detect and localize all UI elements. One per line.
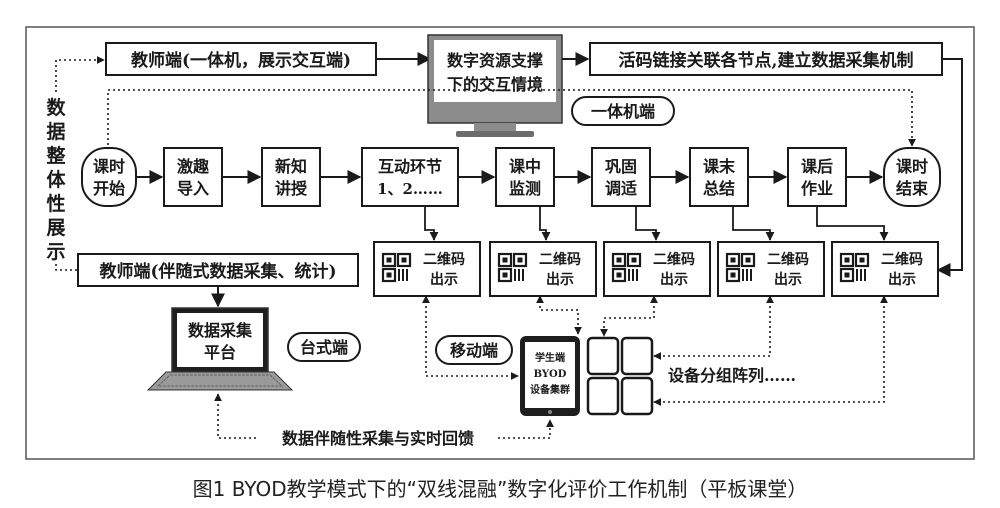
flow-end-text: 结束	[895, 179, 929, 198]
flow-step-text: 课后	[801, 157, 833, 176]
flow-step-text: 1、2……	[377, 180, 443, 198]
laptop-text-line: 数据采集	[188, 321, 253, 340]
flow-step-text: 新知	[275, 157, 307, 176]
monitor-icon: 数字资源支撑 下的交互情境	[427, 34, 563, 137]
qr-box-text: 出示	[546, 271, 574, 288]
flow-step	[261, 147, 321, 207]
flow-step-text: 激趣	[177, 157, 210, 176]
flow-step	[591, 147, 651, 207]
vertical-char: 体	[46, 168, 66, 191]
vertical-char: 示	[46, 241, 65, 263]
dotted-connector	[107, 89, 916, 150]
flow-row: 课时 开始 激趣 导入 新知 讲授 互动环节 1、2…… 课中 监测 巩固 调适…	[81, 147, 941, 207]
desktop-label-pill	[287, 332, 361, 362]
connector	[635, 206, 661, 241]
qr-code-icon	[725, 252, 756, 283]
tablet-text-line: 学生端	[535, 351, 565, 364]
mobile-label: 移动端	[450, 341, 498, 360]
dotted-connector	[55, 56, 105, 92]
qr-box-text: 出示	[660, 271, 688, 288]
tablet-text-line: 设备集群	[530, 383, 570, 396]
student-tablet-icon: 学生端 BYOD 设备集群	[520, 336, 580, 416]
teacher-top-text: 教师端(一体机，展示交互端)	[130, 50, 351, 71]
device-group-array	[586, 336, 654, 416]
allinone-label: 一体机端	[591, 102, 655, 121]
laptop-text-line: 平台	[204, 343, 236, 362]
device-group-label: 设备分组阵列……	[668, 366, 796, 385]
qr-box-text: 二维码	[653, 251, 695, 268]
flow-step-text: 讲授	[275, 179, 308, 198]
qr-box-text: 二维码	[881, 251, 923, 268]
vertical-char: 性	[46, 192, 65, 215]
dotted-connector	[498, 419, 554, 439]
monitor-text-line: 下的交互情境	[447, 75, 543, 94]
vertical-char: 据	[46, 120, 65, 143]
qr-code-icon	[497, 252, 528, 283]
qr-code-icon	[381, 252, 412, 283]
desktop-label: 台式端	[300, 338, 348, 357]
flow-step-text: 课末	[703, 157, 736, 176]
flow-step-text: 总结	[703, 179, 735, 198]
flow-step	[495, 147, 555, 207]
qr-code-icon	[611, 252, 642, 283]
flow-step-text: 导入	[177, 179, 209, 198]
dotted-connector	[55, 264, 78, 271]
teacher-bottom-box	[77, 253, 359, 287]
vertical-char: 数	[46, 96, 66, 119]
flow-end-text: 课时	[896, 157, 928, 176]
connector	[424, 206, 439, 241]
teacher-top-box	[105, 42, 377, 76]
laptop-icon: 数据采集 平台	[146, 307, 294, 391]
qr-box-text: 二维码	[423, 251, 465, 268]
data-overall-display-label: 数 据 整 体 性 展 示	[46, 96, 66, 263]
monitor-text-line: 数字资源支撑	[447, 51, 543, 70]
qr-box-text: 出示	[774, 271, 802, 288]
flow-step-text: 调适	[605, 179, 637, 198]
dotted-connector	[653, 295, 888, 406]
vertical-char: 整	[46, 144, 65, 167]
flow-step-text: 巩固	[605, 157, 637, 176]
qr-box-text: 出示	[430, 271, 458, 288]
connector	[816, 206, 889, 241]
flow-start-text: 课时	[93, 157, 125, 176]
dotted-connector	[422, 295, 519, 380]
dotted-connector	[214, 393, 258, 439]
flow-start-text: 开始	[93, 179, 125, 198]
flow-step	[361, 147, 459, 207]
qr-box-text: 出示	[888, 271, 916, 288]
feedback-label: 数据伴随性采集与实时回馈	[282, 429, 474, 448]
flow-step	[787, 147, 847, 207]
tablet-text-line: BYOD	[534, 369, 567, 380]
qr-code-icon	[839, 252, 870, 283]
flow-step-text: 课中	[509, 157, 541, 176]
figure-caption: 图1 BYOD教学模式下的“双线混融”数字化评价工作机制（平板课堂）	[193, 477, 808, 501]
flow-step-text: 互动环节	[378, 157, 442, 176]
qr-box-text: 二维码	[767, 251, 809, 268]
allinone-label-pill	[571, 96, 675, 126]
connector	[732, 206, 775, 241]
connector	[539, 206, 551, 241]
flow-end	[883, 147, 941, 207]
arrow	[936, 58, 963, 277]
flow-step-text: 监测	[509, 179, 541, 198]
qr-box-text: 二维码	[539, 251, 581, 268]
qr-link-text: 活码链接关联各节点,建立数据采集机制	[619, 50, 914, 71]
flow-step-text: 作业	[801, 179, 833, 198]
teacher-bottom-text: 教师端(伴随式数据采集、统计)	[98, 261, 336, 282]
dotted-connector	[536, 295, 582, 335]
vertical-char: 展	[46, 217, 65, 239]
